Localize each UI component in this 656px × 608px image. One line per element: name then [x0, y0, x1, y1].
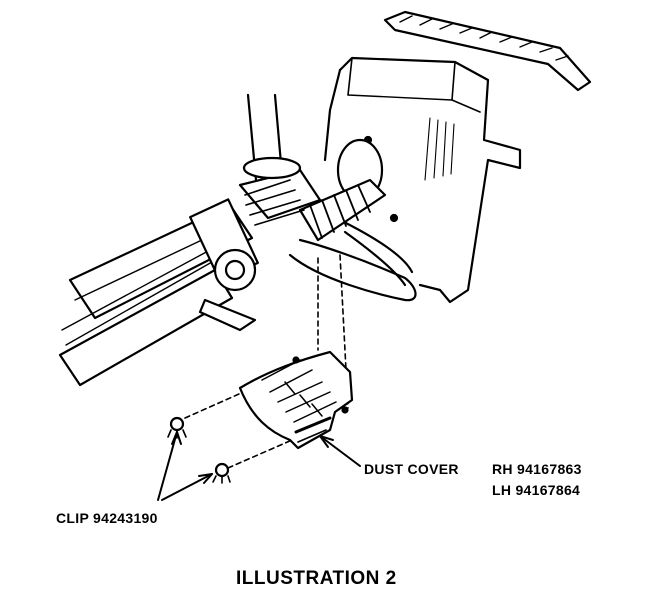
rh-part-number: RH 94167863	[492, 461, 582, 477]
illustration-caption: ILLUSTRATION 2	[236, 568, 397, 589]
crossmember	[323, 56, 522, 304]
dust-cover-shield	[238, 350, 354, 450]
rack-housing	[58, 198, 259, 387]
dust-cover-label: DUST COVER	[364, 461, 459, 477]
clip-lower	[212, 462, 231, 484]
lh-part-number: LH 94167864	[492, 482, 581, 498]
tie-rod-loop	[288, 218, 417, 302]
leader-lines	[157, 431, 361, 501]
floor-pan-panel	[383, 10, 592, 92]
clip-upper	[167, 416, 187, 439]
clip-label: CLIP 94243190	[56, 510, 158, 526]
steering-column	[238, 93, 322, 226]
bellows-boot	[298, 138, 387, 242]
